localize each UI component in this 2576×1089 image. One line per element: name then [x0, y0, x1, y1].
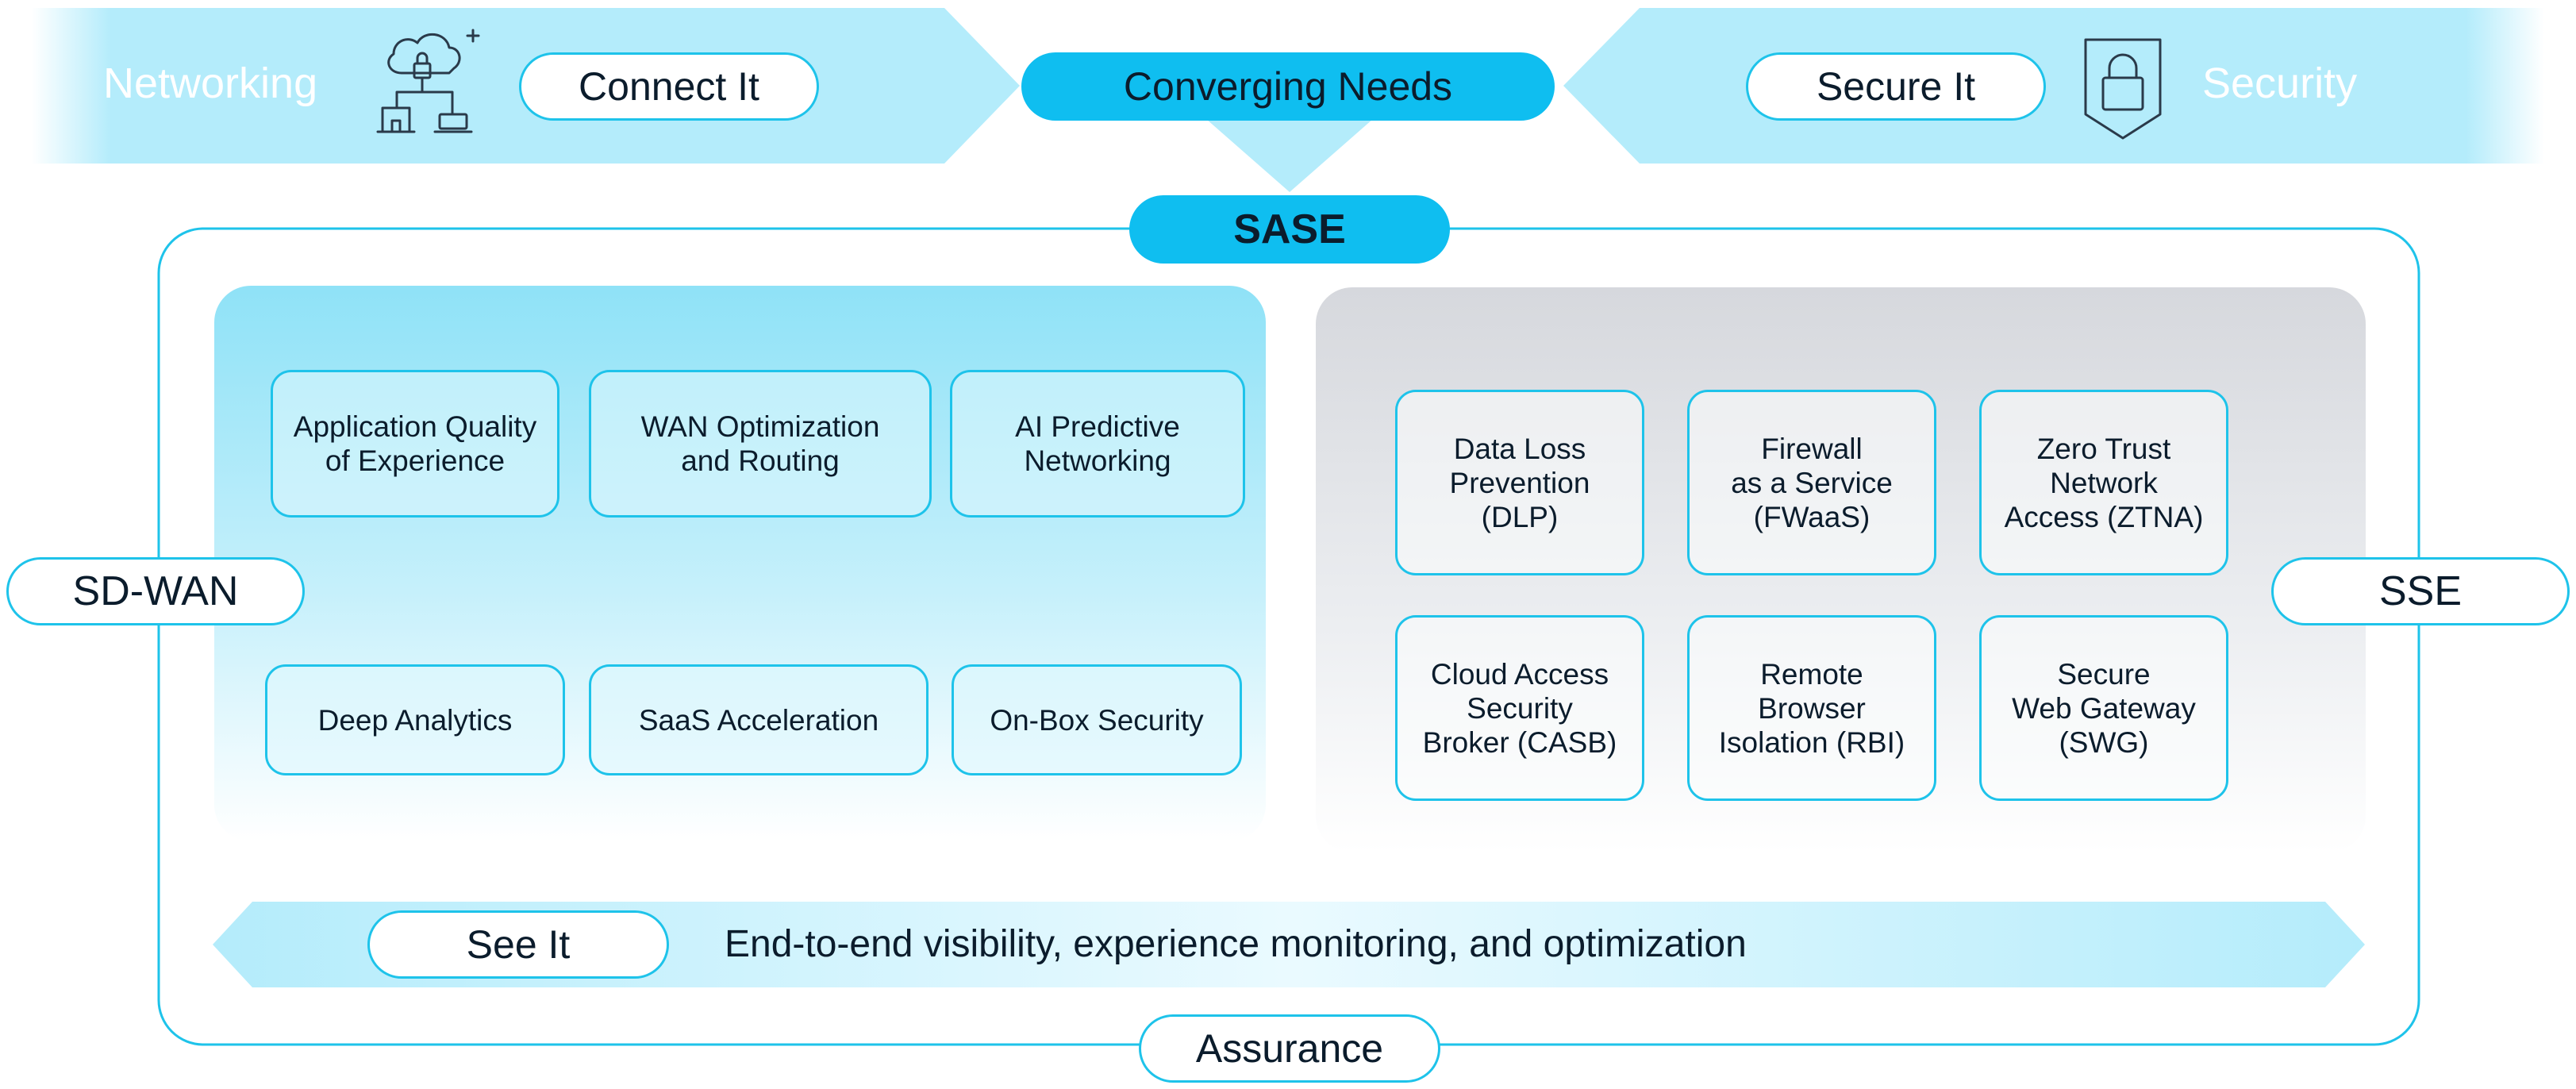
security-banner [1563, 8, 2544, 164]
visibility-bar [213, 902, 2365, 987]
secure-it-pill: Secure It [1746, 52, 2046, 121]
see-it-pill: See It [367, 910, 669, 979]
converging-needs-pill: Converging Needs [1021, 52, 1555, 121]
shield-lock-icon [2084, 38, 2162, 140]
sdwan-item-on-box-security: On-Box Security [952, 664, 1242, 775]
converging-pointer [1206, 119, 1373, 192]
sdwan-item-wan-optimization: WAN Optimization and Routing [589, 370, 932, 518]
connect-it-pill: Connect It [519, 52, 819, 121]
assurance-label: Assurance [1139, 1014, 1440, 1083]
security-label: Security [2202, 60, 2358, 107]
visibility-text: End-to-end visibility, experience monito… [725, 923, 1747, 965]
sdwan-item-app-quality: Application Quality of Experience [271, 370, 559, 518]
sse-item-fwaas: Firewall as a Service (FWaaS) [1687, 390, 1936, 575]
sdwan-item-deep-analytics: Deep Analytics [265, 664, 565, 775]
sse-item-swg: Secure Web Gateway (SWG) [1979, 615, 2228, 801]
sse-label: SSE [2271, 557, 2570, 625]
sdwan-item-ai-predictive: AI Predictive Networking [950, 370, 1245, 518]
sase-title: SASE [1129, 195, 1450, 264]
cloud-network-icon [376, 29, 480, 133]
sse-item-rbi: Remote Browser Isolation (RBI) [1687, 615, 1936, 801]
sse-item-casb: Cloud Access Security Broker (CASB) [1395, 615, 1644, 801]
sse-item-dlp: Data Loss Prevention (DLP) [1395, 390, 1644, 575]
networking-label: Networking [103, 60, 318, 107]
sse-item-ztna: Zero Trust Network Access (ZTNA) [1979, 390, 2228, 575]
sd-wan-label: SD-WAN [6, 557, 305, 625]
sdwan-item-saas-acceleration: SaaS Acceleration [589, 664, 929, 775]
